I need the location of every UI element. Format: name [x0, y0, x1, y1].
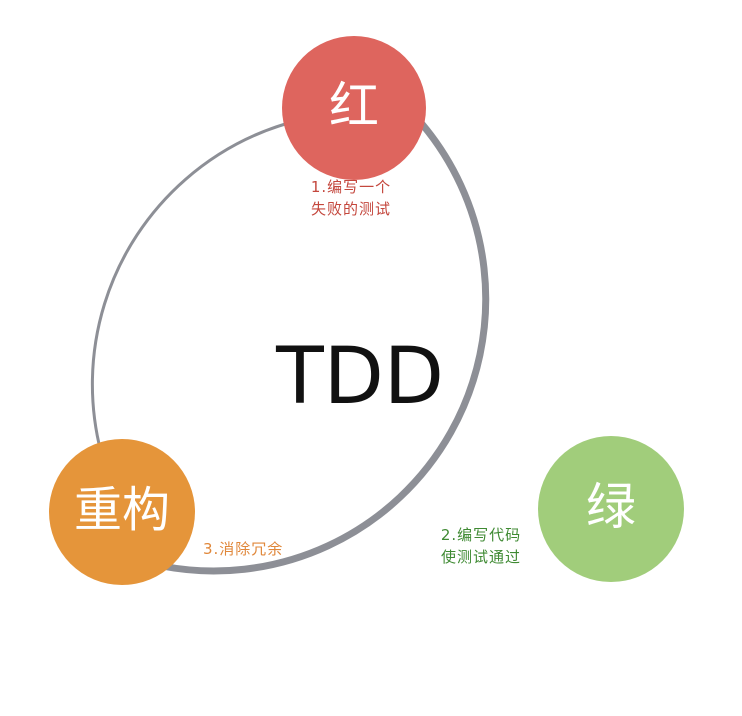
red-node: 红: [282, 36, 426, 180]
cycle-ring-right-arc: [161, 113, 490, 575]
green-node-circle: [538, 436, 684, 582]
center-title: TDD: [275, 332, 444, 422]
orange-node: 重构: [49, 439, 195, 585]
green-node-label: 绿: [586, 478, 636, 536]
orange-step-caption: 3.消除冗余: [203, 538, 283, 560]
orange-step-caption-line1: 3.消除冗余: [203, 540, 284, 558]
green-step-caption: 2.编写代码 使测试通过: [406, 524, 556, 568]
orange-node-label: 重构: [74, 482, 170, 538]
orange-node-circle: [49, 439, 195, 585]
green-step-caption-line2: 使测试通过: [440, 548, 521, 566]
red-step-caption: 1.编写一个 失败的测试: [276, 176, 426, 220]
red-node-label: 红: [329, 77, 379, 135]
green-step-caption-line1: 2.编写代码: [440, 526, 522, 544]
green-node: 绿: [538, 436, 684, 582]
red-step-caption-line2: 失败的测试: [310, 200, 391, 218]
red-node-circle: [282, 36, 426, 180]
red-step-caption-line1: 1.编写一个: [310, 178, 392, 196]
